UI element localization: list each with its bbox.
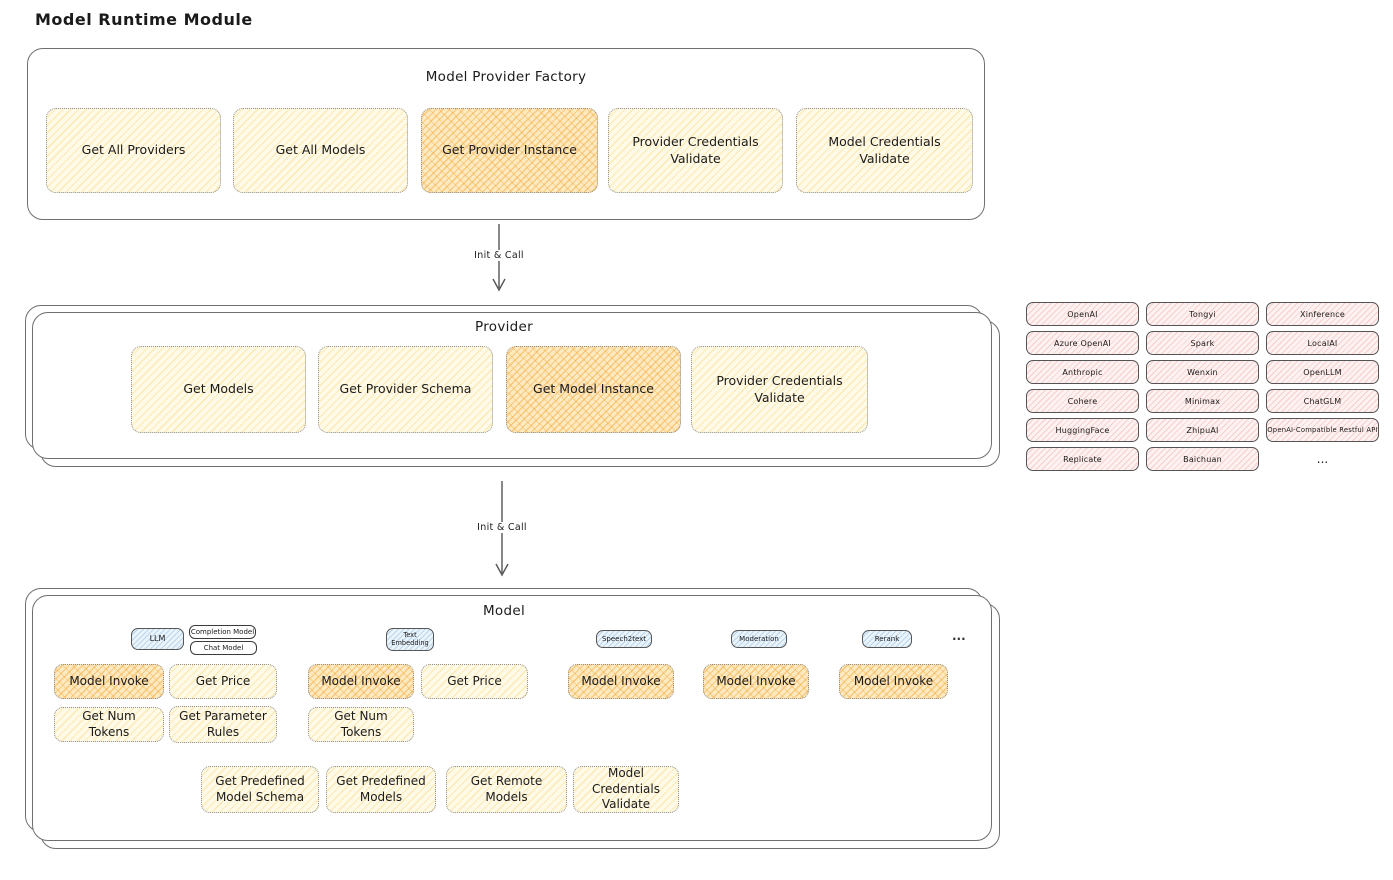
provider-credentials-validate-box-2: Provider Credentials Validate xyxy=(691,346,868,433)
init-call-label-1: Init & Call xyxy=(457,250,541,261)
llm-model-invoke-box: Model Invoke xyxy=(54,664,164,699)
model-types-ellipsis: ... xyxy=(952,629,966,643)
model-provider-factory-title: Model Provider Factory xyxy=(425,69,587,85)
get-all-providers-box: Get All Providers xyxy=(46,108,221,193)
model-subtag-completion-model: Completion Model xyxy=(189,625,256,639)
model-type-tag-llm: LLM xyxy=(131,628,184,650)
model-type-tag-text-embedding: Text Embedding xyxy=(386,628,434,651)
llm-get-num-tokens-box: Get Num Tokens xyxy=(54,707,164,742)
llm-get-price-box: Get Price xyxy=(169,664,277,699)
speech2text-model-invoke-box: Model Invoke xyxy=(568,664,674,699)
provider-chip-openai-compatible: OpenAI-Compatible Restful API xyxy=(1266,418,1379,442)
provider-chip-chatglm: ChatGLM xyxy=(1266,389,1379,413)
model-credentials-validate-box-2: Model Credentials Validate xyxy=(573,766,679,813)
provider-chip-wenxin: Wenxin xyxy=(1146,360,1259,384)
moderation-model-invoke-box: Model Invoke xyxy=(703,664,809,699)
provider-chip-xinference: Xinference xyxy=(1266,302,1379,326)
get-all-models-box: Get All Models xyxy=(233,108,408,193)
model-provider-factory-box: Model Provider Factory Get All Providers… xyxy=(27,48,985,220)
provider-chip-azure-openai: Azure OpenAI xyxy=(1026,331,1139,355)
llm-get-parameter-rules-box: Get Parameter Rules xyxy=(169,706,277,743)
get-models-box: Get Models xyxy=(131,346,306,433)
init-call-label-2: Init & Call xyxy=(460,522,544,533)
provider-chip-openai: OpenAI xyxy=(1026,302,1139,326)
provider-chip-cohere: Cohere xyxy=(1026,389,1139,413)
embedding-model-invoke-box: Model Invoke xyxy=(308,664,414,699)
provider-chip-tongyi: Tongyi xyxy=(1146,302,1259,326)
provider-chip-openllm: OpenLLM xyxy=(1266,360,1379,384)
provider-list-ellipsis: ... xyxy=(1316,452,1329,466)
provider-box: Provider Get Models Get Provider Schema … xyxy=(25,305,983,450)
provider-credentials-validate-box: Provider Credentials Validate xyxy=(608,108,783,193)
model-subtag-chat-model: Chat Model xyxy=(190,641,257,655)
provider-chip-minimax: Minimax xyxy=(1146,389,1259,413)
provider-chip-baichuan: Baichuan xyxy=(1146,447,1259,471)
model-title: Model xyxy=(482,603,526,619)
get-provider-instance-box: Get Provider Instance xyxy=(421,108,598,193)
provider-chip-replicate: Replicate xyxy=(1026,447,1139,471)
provider-chip-huggingface: HuggingFace xyxy=(1026,418,1139,442)
provider-chip-zhipuai: ZhipuAI xyxy=(1146,418,1259,442)
model-credentials-validate-box: Model Credentials Validate xyxy=(796,108,973,193)
rerank-model-invoke-box: Model Invoke xyxy=(839,664,948,699)
provider-chip-anthropic: Anthropic xyxy=(1026,360,1139,384)
get-predefined-model-schema-box: Get Predefined Model Schema xyxy=(201,766,319,813)
get-predefined-models-box: Get Predefined Models xyxy=(326,766,436,813)
provider-chip-spark: Spark xyxy=(1146,331,1259,355)
get-model-instance-box: Get Model Instance xyxy=(506,346,681,433)
model-type-tag-moderation: Moderation xyxy=(731,630,787,648)
embedding-get-price-box: Get Price xyxy=(421,664,528,699)
provider-title: Provider xyxy=(475,319,533,335)
provider-chip-localai: LocalAI xyxy=(1266,331,1379,355)
page-title: Model Runtime Module xyxy=(35,10,253,29)
get-remote-models-box: Get Remote Models xyxy=(446,766,567,813)
model-box: Model LLM Completion Model Chat Model Te… xyxy=(25,588,983,832)
get-provider-schema-box: Get Provider Schema xyxy=(318,346,493,433)
provider-list: OpenAI Tongyi Xinference Azure OpenAI Sp… xyxy=(1026,302,1379,471)
model-type-tag-speech2text: Speech2text xyxy=(596,630,652,648)
model-type-tag-rerank: Rerank xyxy=(862,630,912,648)
embedding-get-num-tokens-box: Get Num Tokens xyxy=(308,707,414,742)
